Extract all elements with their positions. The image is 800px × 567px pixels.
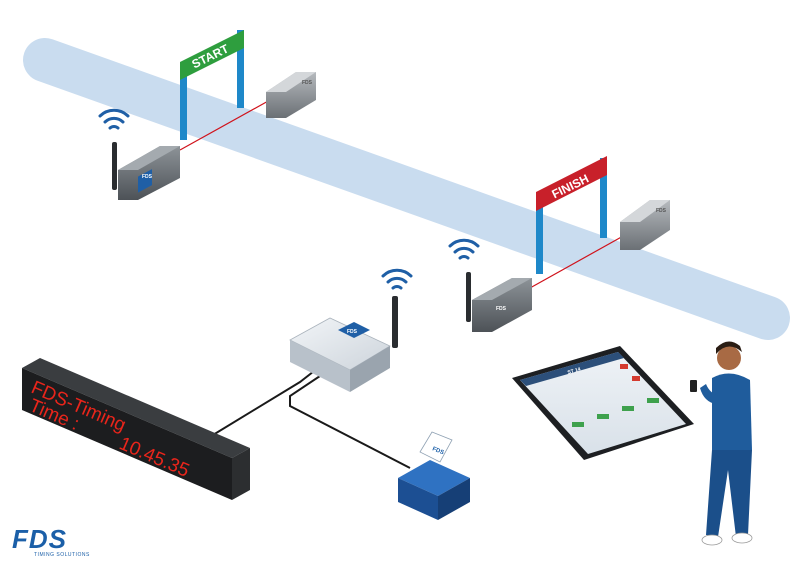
tablet-alert xyxy=(620,364,628,369)
finish-photocell-brand: FDS xyxy=(496,306,507,312)
brand-logo-text: FDS xyxy=(12,526,90,552)
hub-brand: FDS xyxy=(347,329,358,335)
thermal-printer: FDS xyxy=(398,432,470,520)
finish-reflector: FDS xyxy=(620,200,670,250)
tablet-button xyxy=(572,422,584,427)
start-label: START xyxy=(190,41,232,71)
finish-antenna xyxy=(466,272,471,322)
tablet-button xyxy=(597,414,609,419)
start-photocell: FDS xyxy=(112,142,180,200)
hub-antenna xyxy=(392,296,398,348)
finish-photocell: FDS xyxy=(466,272,532,332)
brand-tagline: TIMING SOLUTIONS xyxy=(34,552,90,558)
start-reflector: FDS xyxy=(266,72,316,118)
start-antenna xyxy=(112,142,117,190)
tablet-button xyxy=(622,406,634,411)
tablet-screen xyxy=(520,352,686,454)
start-photocell-brand: FDS xyxy=(142,174,153,180)
wifi-icon xyxy=(383,270,411,288)
tablet-button xyxy=(647,398,659,403)
wifi-icon xyxy=(100,110,128,128)
phone-icon xyxy=(690,380,697,392)
operator-person xyxy=(690,341,752,545)
finish-reflector-brand: FDS xyxy=(656,208,667,214)
brand-logo: FDS TIMING SOLUTIONS xyxy=(12,526,90,558)
tablet-alert xyxy=(632,376,640,381)
scoreboard-cable xyxy=(208,368,318,438)
start-reflector-brand: FDS xyxy=(302,80,313,86)
tablet: ST 14 xyxy=(512,346,694,460)
wifi-icon xyxy=(450,240,478,258)
led-scoreboard: FDS-Timing Time : 10.45.35 xyxy=(22,358,250,500)
